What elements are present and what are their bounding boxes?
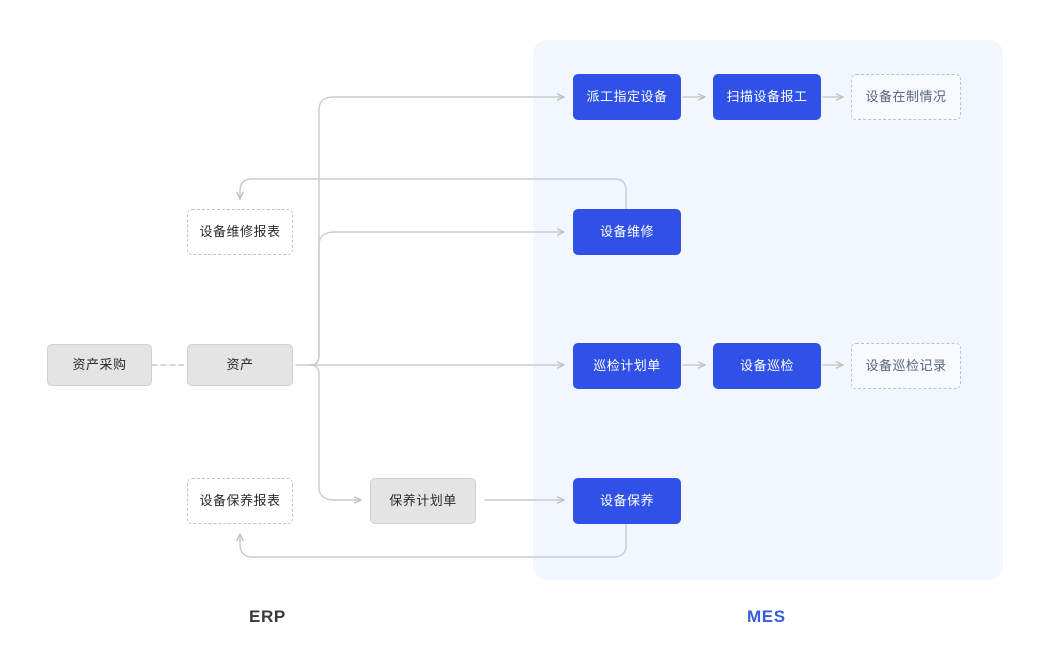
node-label: 设备维修报表 (199, 224, 281, 240)
edge-asset-to-repair (310, 228, 565, 366)
node-equipment-maintain[interactable]: 设备保养 (573, 478, 681, 524)
node-label: 保养计划单 (389, 493, 457, 509)
node-label: 巡检计划单 (593, 358, 661, 374)
node-label: 设备保养 (599, 493, 654, 509)
node-inspection-record[interactable]: 设备巡检记录 (851, 343, 961, 389)
node-asset-purchase[interactable]: 资产采购 (47, 344, 152, 386)
node-asset[interactable]: 资产 (187, 344, 293, 386)
node-dispatch-equipment[interactable]: 派工指定设备 (573, 74, 681, 120)
node-label: 设备在制情况 (865, 89, 947, 105)
node-label: 设备巡检记录 (865, 358, 947, 374)
node-label: 资产 (226, 357, 254, 373)
edge-asset-to-maintain-plan (310, 364, 362, 504)
node-equipment-inspection[interactable]: 设备巡检 (713, 343, 821, 389)
node-label: 派工指定设备 (586, 89, 668, 105)
node-repair-report[interactable]: 设备维修报表 (187, 209, 293, 255)
zone-label-mes: MES (747, 607, 786, 626)
node-label: 扫描设备报工 (726, 89, 808, 105)
node-maintain-report[interactable]: 设备保养报表 (187, 478, 293, 524)
node-maintain-plan[interactable]: 保养计划单 (370, 478, 476, 524)
node-inspection-plan[interactable]: 巡检计划单 (573, 343, 681, 389)
node-label: 设备巡检 (739, 358, 794, 374)
node-equipment-repair[interactable]: 设备维修 (573, 209, 681, 255)
node-scan-report-work[interactable]: 扫描设备报工 (713, 74, 821, 120)
zone-label-erp: ERP (249, 607, 286, 626)
node-label: 资产采购 (72, 357, 127, 373)
node-label: 设备保养报表 (199, 493, 281, 509)
edge-asset-to-dispatch (310, 93, 565, 366)
node-label: 设备维修 (599, 224, 654, 240)
node-wip-status[interactable]: 设备在制情况 (851, 74, 961, 120)
